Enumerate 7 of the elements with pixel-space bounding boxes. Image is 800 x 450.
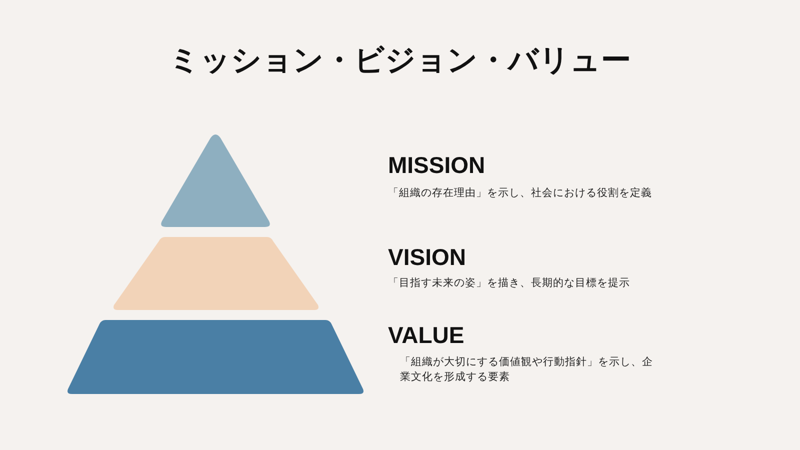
heading: MISSION bbox=[388, 152, 486, 179]
title: ミッション・ビジョン・バリュー bbox=[168, 42, 632, 80]
description: 「組織が大切にする価値観や行動指針」を示し、企業文化を形成する要素 bbox=[400, 355, 654, 385]
description: 「組織の存在理由」を示し、社会における役割を定義 bbox=[388, 186, 653, 201]
heading: VALUE bbox=[388, 322, 464, 349]
description: 「目指す未来の姿」を描き、長期的な目標を提示 bbox=[388, 276, 631, 291]
heading: VISION bbox=[388, 244, 466, 271]
